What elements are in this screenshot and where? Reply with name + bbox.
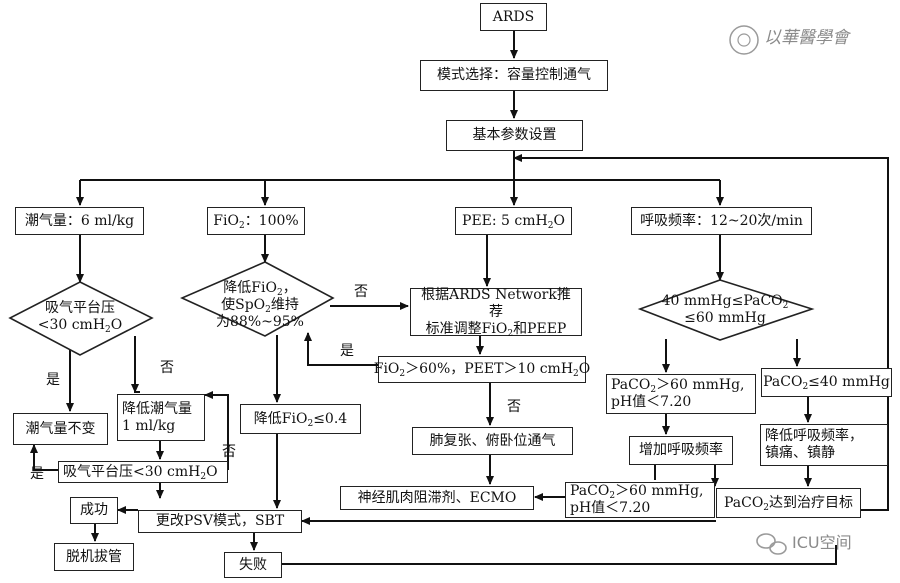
node-basic-params: 基本参数设置 (446, 120, 583, 151)
label-no-loop: 否 (222, 444, 236, 460)
diamond-plateau-question (8, 281, 154, 356)
chat-icon (756, 533, 787, 555)
node-recruit-prone: 肺复张、俯卧位通气 (412, 427, 573, 455)
node-lower-fio2-04: 降低FiO2≤0.4 (240, 404, 361, 434)
watermark-text: 以華醫學會 (764, 28, 849, 48)
text-plateau-question: 吸气平台压 <30 cmH2O (37, 300, 123, 335)
watermark-icu: ICU空间 (792, 533, 852, 552)
label-no-tv: 否 (160, 360, 174, 376)
node-ards: ARDS (480, 3, 547, 31)
node-resp-rate: 呼吸频率：12~20次/min (631, 207, 812, 235)
edge-plateau-box-loop-no (204, 391, 229, 470)
node-extubation: 脱机拔管 (54, 543, 134, 571)
seal-icon (729, 25, 759, 55)
label-yes-fio2: 是 (340, 343, 354, 359)
node-tv-unchanged: 潮气量不变 (13, 413, 108, 445)
node-lower-tv: 降低潮气量 1 ml/kg (117, 394, 205, 441)
edge-plateau-box-loop-yes (30, 444, 58, 471)
edge-threshold-yes-back (304, 332, 378, 366)
diamond-paco2-range-question (637, 279, 815, 341)
node-increase-rr: 增加呼吸频率 (629, 436, 733, 465)
node-ards-network: 根据ARDS Network推荐 标准调整FiO2和PEEP (410, 287, 582, 338)
node-fio2: FiO2：100% (207, 207, 305, 235)
node-paco2-low: PaCO2≤40 mmHg (761, 368, 892, 397)
node-fio2-threshold: FiO2＞60%，PEET＞10 cmH2O (374, 356, 590, 383)
node-mode-select: 模式选择：容量控制通气 (420, 60, 608, 91)
label-no-fio2: 否 (354, 284, 368, 300)
node-paco2-target: PaCO2达到治疗目标 (716, 488, 861, 518)
label-yes-loop: 是 (30, 466, 44, 482)
edge-failure-loop (282, 545, 837, 565)
label-no-threshold: 否 (507, 399, 521, 415)
edge-right-loop (513, 154, 889, 511)
node-psv-sbt: 更改PSV模式，SBT (138, 510, 302, 533)
node-peep: PEE: 5 cmH2O (455, 207, 572, 235)
node-nmb-ecmo: 神经肌肉阻滞剂、ECMO (340, 486, 534, 510)
node-tidal-volume: 潮气量：6 ml/kg (15, 207, 144, 235)
node-success: 成功 (70, 497, 118, 524)
node-paco2-high: PaCO2＞60 mmHg, pH值＜7.20 (606, 374, 756, 414)
node-lower-rr: 降低呼吸频率， 镇痛、镇静 (760, 424, 888, 466)
node-failure: 失败 (224, 552, 282, 578)
node-paco2-high-2: PaCO2＞60 mmHg, pH值＜7.20 (565, 482, 715, 518)
label-yes-tv: 是 (46, 372, 60, 388)
diamond-lower-fio2-question (180, 261, 335, 337)
node-plateau-box: 吸气平台压<30 cmH2O (58, 461, 228, 483)
text-lower-fio2-question: 降低FiO2， 使SpO2维持 为88%~95% (216, 280, 304, 330)
text-paco2-range-question: 40 mmHg≤PaCO2 ≤60 mmHg (661, 293, 789, 326)
